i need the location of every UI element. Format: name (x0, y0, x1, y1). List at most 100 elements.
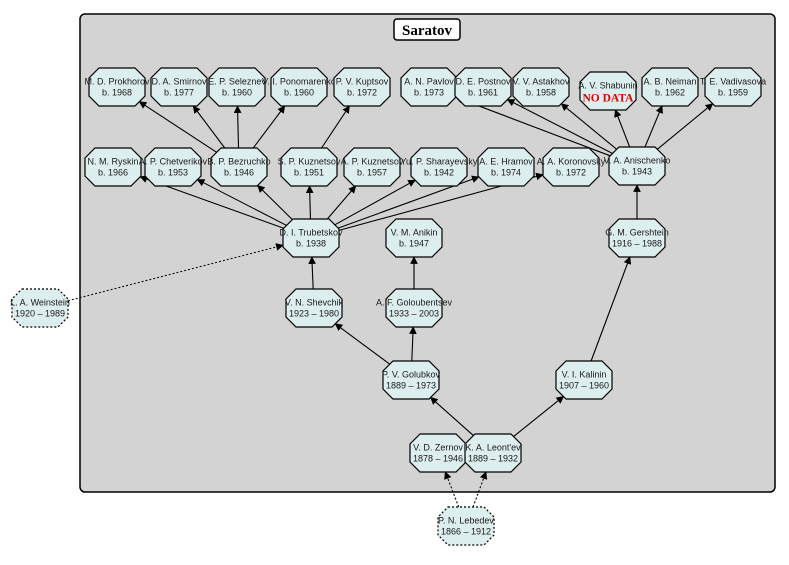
node-dates: b. 1972 (556, 168, 586, 178)
node-dates: b. 1953 (158, 168, 188, 178)
node-name: A. B. Neiman (643, 77, 696, 87)
node-name: N. M. Ryskin (87, 157, 138, 167)
edge-kalinin-to-gershtein (590, 256, 632, 362)
node-name: D. A. Smirnov (151, 77, 207, 87)
node-name: A. N. Pavlov (404, 77, 454, 87)
diagram-title: Saratov (402, 23, 452, 39)
node-shape (385, 288, 443, 328)
node-shape (579, 71, 637, 111)
node-name: A. F. Goloubentsev (376, 298, 453, 308)
node-name: V. N. Shevchik (285, 298, 344, 308)
node-name: D. E. Postnov (455, 77, 511, 87)
edge-trubetskov-to-chetverikov (196, 179, 287, 226)
node-dates: b. 1959 (718, 88, 748, 98)
edge-trubetskov-to-skuznetsov (305, 185, 314, 220)
node-dates: 1933 – 2003 (389, 309, 439, 319)
node-name: A. E. Hramov (479, 157, 533, 167)
node-name: D. I. Trubetskov (279, 228, 343, 238)
node-dates: b. 1972 (347, 88, 377, 98)
edge-bezruchko-to-prokhorov (138, 101, 217, 153)
node-dates: 1889 – 1932 (468, 454, 518, 464)
node-dates: b. 1968 (102, 88, 132, 98)
edge-trubetskov-to-bezruchko (257, 184, 293, 221)
node-dates: b. 1960 (222, 88, 252, 98)
title-box: Saratov (393, 18, 461, 41)
node-name: T. E. Vadivasova (700, 77, 766, 87)
node-shape (608, 218, 666, 258)
edge-anischenko-to-neiman (644, 105, 663, 148)
node-shape (608, 146, 666, 186)
node-shape (400, 67, 458, 107)
title-frame (393, 18, 461, 41)
node-name: A. V. Shabunin (578, 81, 637, 91)
node-shape (210, 147, 268, 187)
edge-shevchik-to-trubetskov (308, 256, 316, 290)
node-name: E. P. Seleznev (208, 77, 266, 87)
node-shape (343, 147, 401, 187)
node-dates: 1907 – 1960 (559, 381, 609, 391)
node-shape (270, 67, 328, 107)
edge-leontev-to-kalinin (513, 395, 565, 437)
node-dates: b. 1974 (491, 168, 521, 178)
edge-bezruchko-to-ponomarenko (252, 105, 286, 149)
node-shape (409, 433, 467, 473)
node-dates: 1923 – 1980 (289, 309, 339, 319)
edge-anischenko-to-postnov (506, 99, 613, 154)
node-shape (282, 218, 340, 258)
node-dates: b. 1942 (424, 168, 454, 178)
node-shape (641, 67, 699, 107)
edge-skuznetsov-to-kuptsov (321, 105, 350, 149)
node-dates: 1866 – 1912 (441, 527, 491, 537)
node-shape (464, 433, 522, 473)
node-dates: b. 1943 (622, 167, 652, 177)
node-dates: b. 1962 (655, 88, 685, 98)
node-shape (704, 67, 762, 107)
node-shape (150, 67, 208, 107)
node-shape (410, 147, 468, 187)
node-name: K. A. Leont'ev (465, 443, 521, 453)
node-shape (454, 67, 512, 107)
edge-golubkov-to-goloubentsev (409, 326, 417, 362)
node-shape (437, 506, 495, 546)
node-dates: b. 1973 (414, 88, 444, 98)
node-name: A. P. Chetverikov (139, 157, 208, 167)
node-name: P. V. Kuptsov (336, 77, 389, 87)
edge-trubetskov-to-akuznetsov (326, 185, 357, 220)
edge-golubkov-to-shevchik (334, 323, 391, 365)
edge-bezruchko-to-seleznev (233, 105, 242, 149)
node-shape (208, 67, 266, 107)
node-name: P. V. Golubkov (382, 370, 441, 380)
node-name: P. N. Lebedev (438, 516, 494, 526)
node-shape (88, 67, 146, 107)
node-shape (542, 147, 600, 187)
node-shape (333, 67, 391, 107)
edge-bezruchko-to-smirnov (192, 105, 226, 149)
edge-anischenko-to-pavlov (455, 96, 611, 157)
node-shape (144, 147, 202, 187)
